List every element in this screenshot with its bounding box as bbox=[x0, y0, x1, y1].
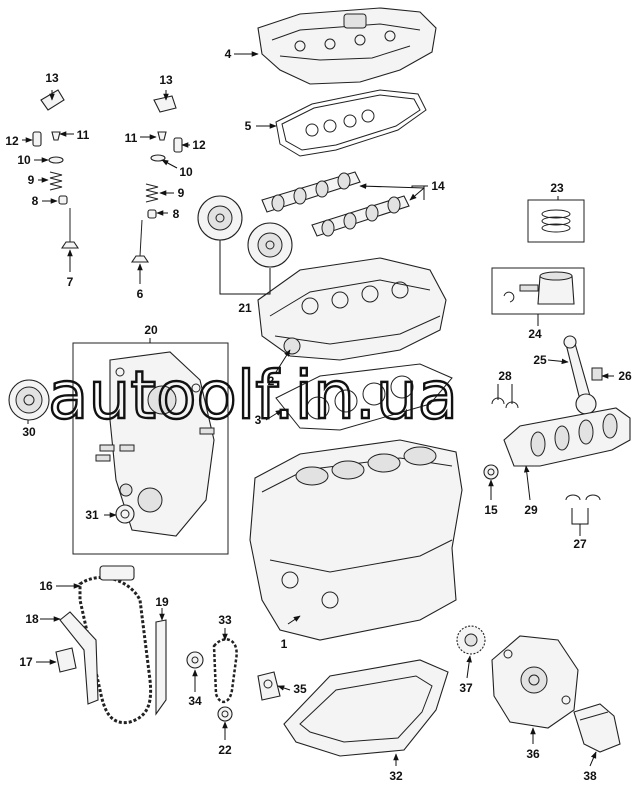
engine-block-part[interactable] bbox=[249, 439, 463, 641]
callout-label: 23 bbox=[550, 181, 564, 195]
callout-label: 11 bbox=[77, 128, 90, 142]
rod-bearing-part[interactable] bbox=[491, 397, 519, 409]
callout-label: 6 bbox=[137, 287, 144, 301]
oil-pickup-part[interactable] bbox=[573, 703, 621, 753]
callout-label: 24 bbox=[528, 327, 542, 341]
callout-label: 9 bbox=[178, 186, 185, 200]
main-bearing-part[interactable] bbox=[565, 494, 601, 501]
callout-label: 38 bbox=[583, 769, 597, 783]
callout-label: 15 bbox=[484, 503, 498, 517]
callout-label: 3 bbox=[255, 413, 262, 427]
sprocket-part[interactable] bbox=[217, 706, 233, 722]
piston-part[interactable] bbox=[503, 271, 575, 305]
callout-label: 37 bbox=[459, 681, 473, 695]
tensioner-part[interactable] bbox=[257, 671, 281, 701]
oil-pump-sprocket-part[interactable] bbox=[186, 651, 204, 669]
callout-label: 36 bbox=[526, 747, 540, 761]
valve-keeper-part[interactable] bbox=[51, 131, 167, 141]
callout-label: 5 bbox=[245, 119, 252, 133]
callout-label: 35 bbox=[293, 682, 307, 696]
chain-tensioner-part[interactable] bbox=[55, 647, 77, 673]
callout-label: 25 bbox=[533, 353, 547, 367]
valve-spring-part[interactable] bbox=[49, 171, 159, 203]
callout-label: 28 bbox=[498, 369, 512, 383]
piston-rings-box bbox=[527, 199, 585, 243]
callout-label: 20 bbox=[144, 323, 158, 337]
watermark-text: autoolf.in.ua bbox=[48, 357, 458, 434]
callout-label: 32 bbox=[389, 769, 403, 783]
camshaft-part[interactable] bbox=[261, 171, 410, 237]
crank-pulley-part[interactable] bbox=[8, 379, 50, 421]
oil-pump-part[interactable] bbox=[491, 635, 579, 729]
callout-label: 9 bbox=[28, 173, 35, 187]
connecting-rod-part[interactable] bbox=[563, 335, 603, 415]
timing-chain-guide-part[interactable] bbox=[99, 565, 167, 716]
piston-rings-part[interactable] bbox=[541, 209, 571, 233]
callout-label: 30 bbox=[22, 425, 36, 439]
valve-seal-part[interactable] bbox=[58, 195, 157, 219]
callout-label: 12 bbox=[192, 138, 206, 152]
rocker-arm-part[interactable] bbox=[40, 89, 177, 113]
callout-label: 13 bbox=[45, 71, 59, 85]
callout-label: 8 bbox=[173, 207, 180, 221]
callout-label: 2 bbox=[268, 374, 275, 388]
oil-pump-gear-part[interactable] bbox=[456, 625, 486, 655]
cam-phaser-part[interactable] bbox=[197, 195, 293, 268]
callout-label: 19 bbox=[155, 595, 169, 609]
oil-pump-chain-part[interactable] bbox=[212, 638, 238, 703]
callout-label: 29 bbox=[524, 503, 538, 517]
front-seal-part[interactable] bbox=[115, 483, 135, 524]
callout-label: 11 bbox=[125, 131, 138, 145]
cylinder-head-part[interactable] bbox=[257, 257, 447, 361]
callout-label: 33 bbox=[218, 613, 232, 627]
callout-label: 10 bbox=[17, 153, 31, 167]
callout-label: 31 bbox=[85, 508, 99, 522]
callout-label: 18 bbox=[25, 612, 39, 626]
valve-part[interactable] bbox=[60, 208, 150, 263]
callout-label: 21 bbox=[238, 301, 252, 315]
callout-label: 17 bbox=[19, 655, 33, 669]
callout-label: 8 bbox=[32, 194, 39, 208]
lash-adjuster-part[interactable] bbox=[32, 131, 183, 153]
head-gasket-part[interactable] bbox=[275, 363, 453, 431]
valve-retainer-part[interactable] bbox=[48, 154, 166, 164]
callout-label: 4 bbox=[225, 47, 232, 61]
callout-label: 1 bbox=[281, 637, 288, 651]
callout-label: 22 bbox=[218, 743, 232, 757]
timing-cover-part[interactable] bbox=[95, 351, 215, 537]
callout-label: 12 bbox=[5, 134, 19, 148]
crankshaft-part[interactable] bbox=[503, 407, 631, 467]
callout-label: 16 bbox=[39, 579, 53, 593]
callout-label: 14 bbox=[431, 179, 445, 193]
valve-cover-gasket-part[interactable] bbox=[275, 89, 427, 157]
callout-label: 26 bbox=[618, 369, 632, 383]
valve-cover-part[interactable] bbox=[257, 7, 437, 85]
callout-label: 13 bbox=[159, 73, 173, 87]
callout-label: 27 bbox=[573, 537, 587, 551]
timing-chain-tensioner-arm-part[interactable] bbox=[59, 611, 99, 705]
callout-label: 10 bbox=[179, 165, 193, 179]
callout-numbers: 1 2 3 4 5 6 7 8 8 9 9 10 10 11 11 12 12 … bbox=[5, 47, 632, 783]
crank-sprocket-part[interactable] bbox=[483, 464, 499, 480]
oil-pan-part[interactable] bbox=[283, 659, 449, 757]
callout-label: 7 bbox=[67, 275, 74, 289]
leader-lines bbox=[22, 51, 614, 767]
callout-label: 34 bbox=[188, 694, 202, 708]
